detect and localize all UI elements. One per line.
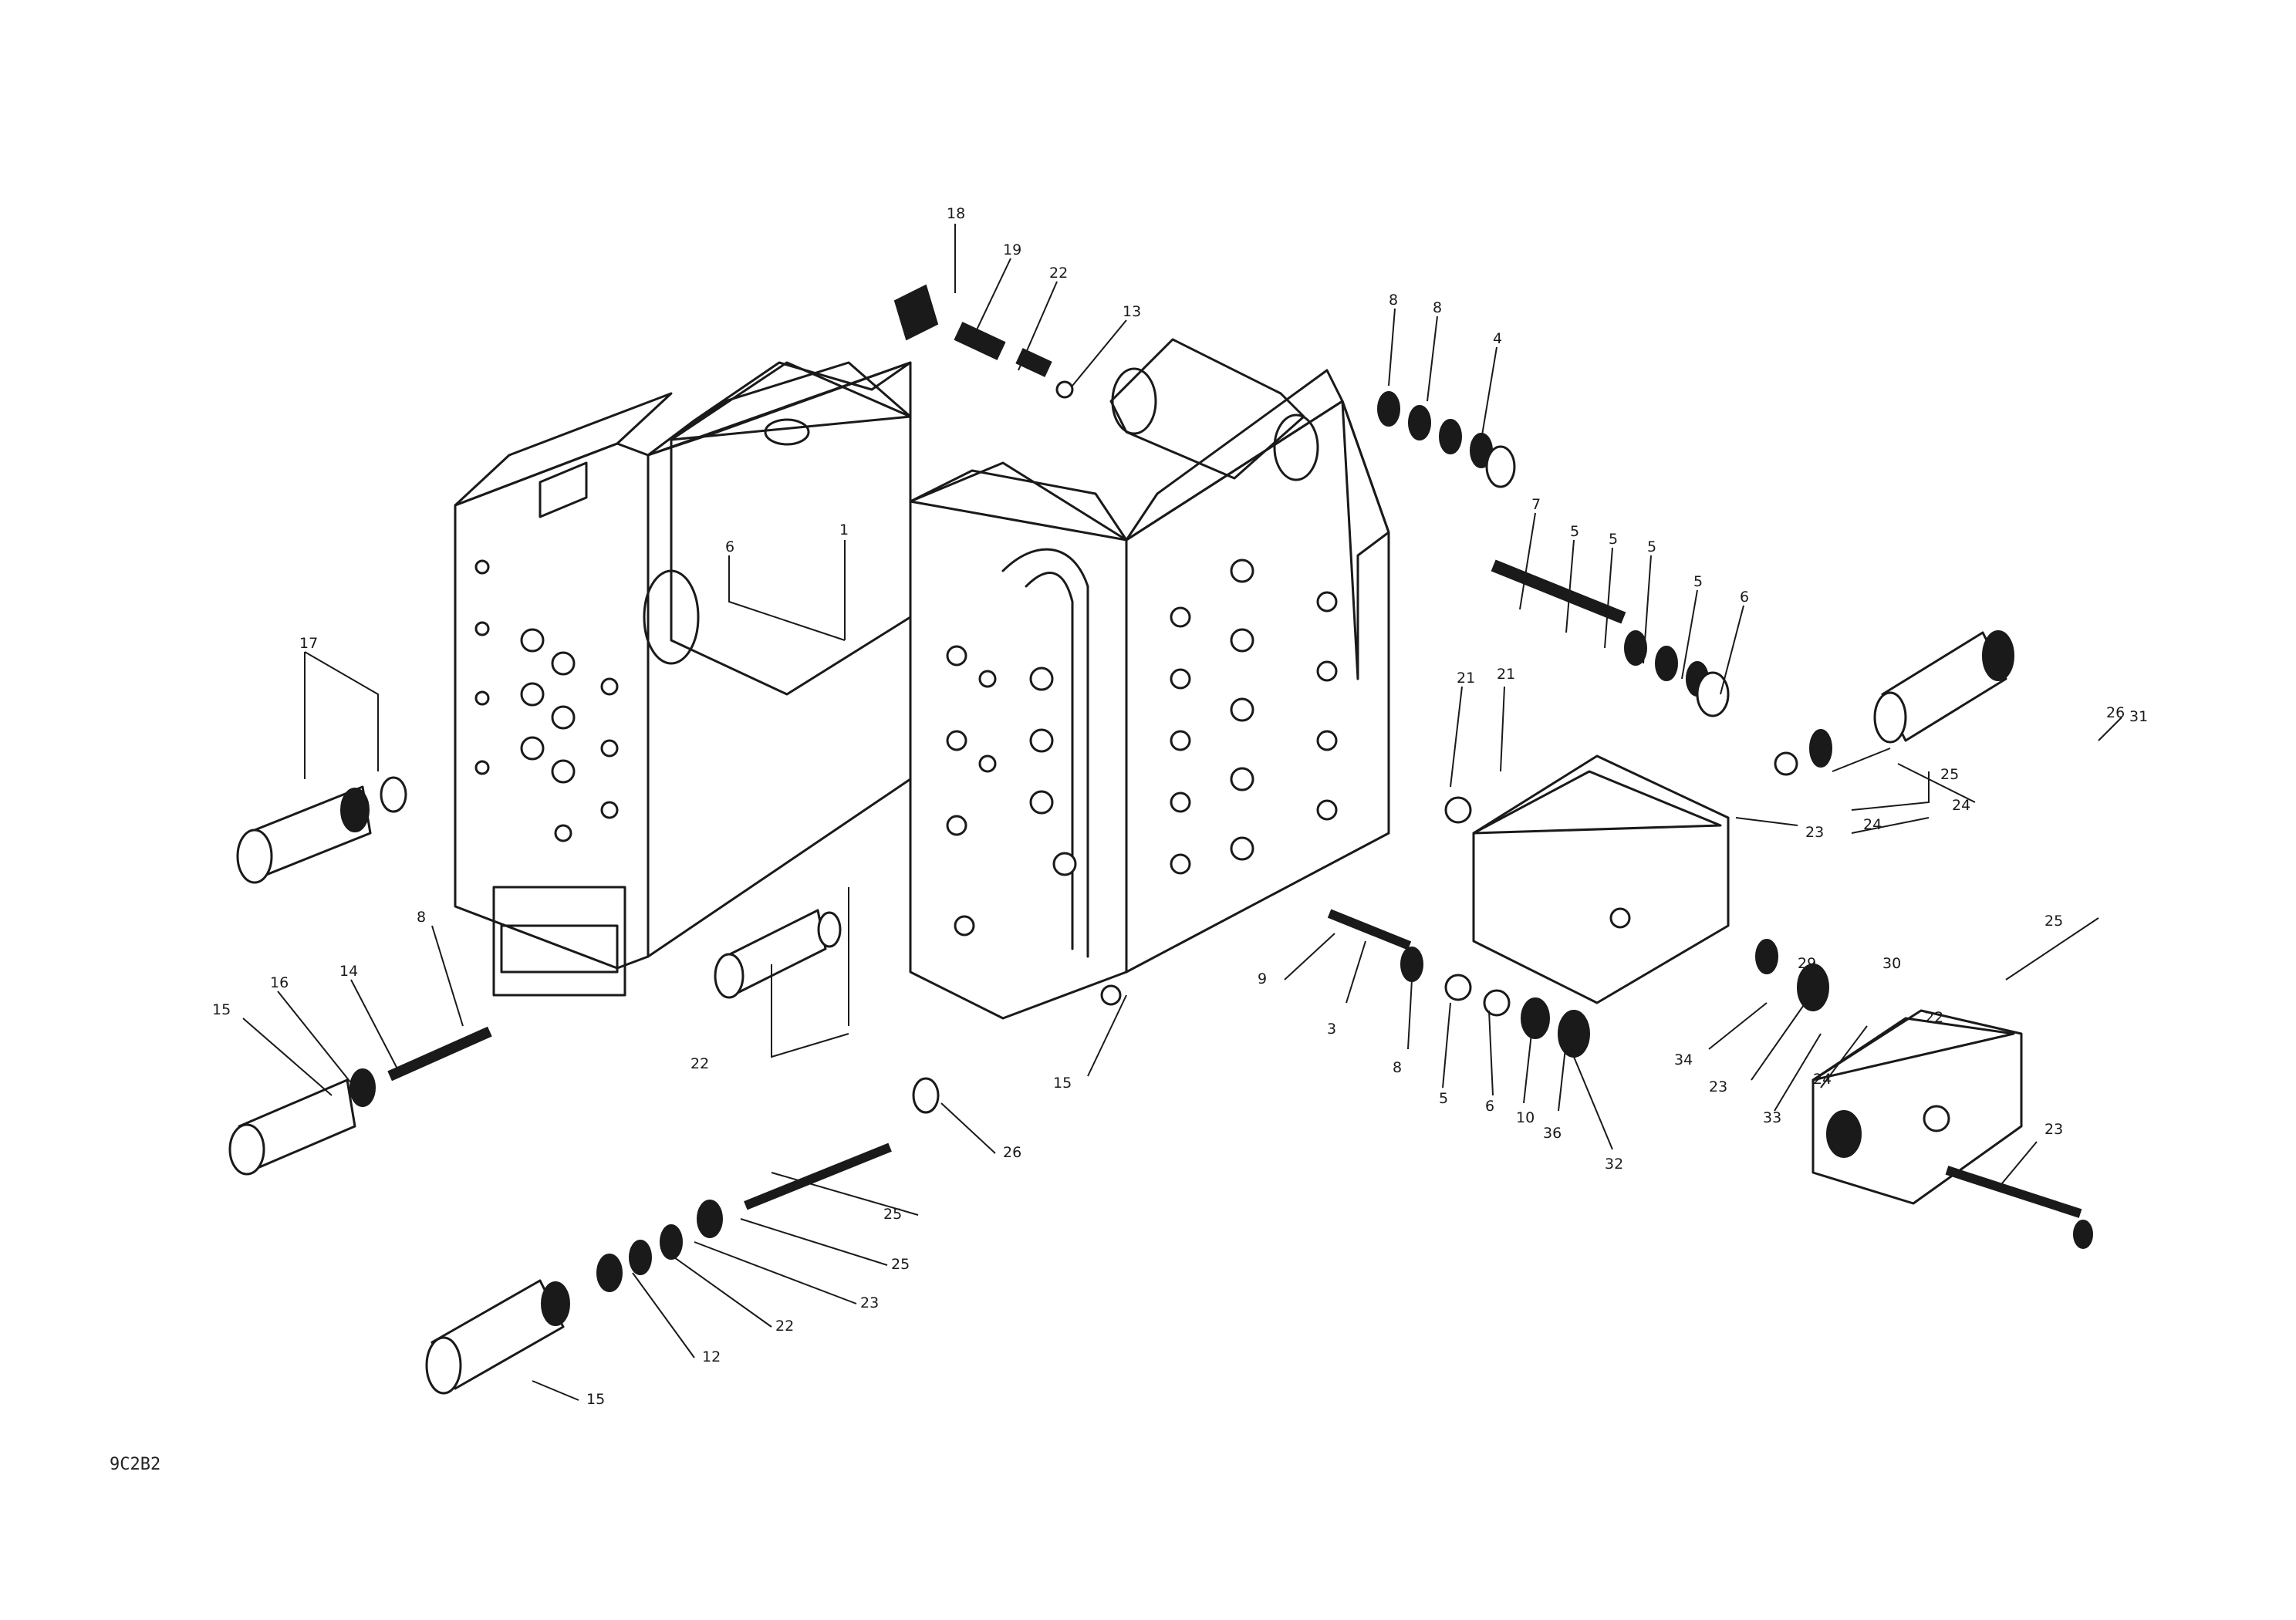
callout-label: 36 bbox=[1543, 1125, 1562, 1142]
callout-label: 8 bbox=[1393, 1059, 1402, 1076]
callout-label: 5 bbox=[1439, 1090, 1448, 1107]
callout-label: 23 bbox=[1805, 824, 1824, 841]
callout-label: 10 bbox=[1516, 1109, 1535, 1126]
callout-label: 4 bbox=[1493, 330, 1502, 347]
callout-label: 25 bbox=[883, 1206, 902, 1223]
drawing-reference-stamp: 9C2B2 bbox=[80, 1449, 160, 1474]
main-valve-block-left bbox=[454, 361, 912, 997]
callout-label: 16 bbox=[270, 974, 289, 991]
top-solenoid-assembly bbox=[893, 284, 1319, 481]
callout-label: 33 bbox=[1763, 1109, 1781, 1126]
callout-label: 5 bbox=[1609, 531, 1618, 548]
right-cover-block bbox=[1444, 754, 1730, 1004]
right-valve-body bbox=[1125, 369, 1390, 974]
center-plug-stack bbox=[1327, 909, 1590, 1058]
callout-label: 24 bbox=[1813, 1071, 1832, 1088]
callout-label: 18 bbox=[947, 205, 965, 222]
callout-label: 9 bbox=[1258, 970, 1267, 987]
callout-label: 25 bbox=[2044, 913, 2063, 930]
callout-label: 26 bbox=[2106, 704, 2125, 721]
callout-label: 8 bbox=[1433, 299, 1442, 316]
callout-label: 5 bbox=[1693, 573, 1703, 590]
callout-label: 8 bbox=[1389, 292, 1398, 309]
callout-label: 15 bbox=[586, 1391, 605, 1408]
spool-stack-upper-right bbox=[1377, 391, 1730, 717]
callout-label: 24 bbox=[1863, 816, 1882, 833]
callout-label: 22 bbox=[1925, 1009, 1943, 1026]
callout-label: 22 bbox=[1049, 265, 1068, 282]
callout-label: 21 bbox=[1497, 666, 1515, 683]
callout-label: 1 bbox=[839, 521, 849, 538]
callout-label: 17 bbox=[299, 635, 318, 652]
left-spool-assembly bbox=[228, 776, 842, 1176]
callout-label: 12 bbox=[702, 1348, 721, 1365]
callout-label: 31 bbox=[2129, 708, 2148, 725]
callout-label: 6 bbox=[1740, 589, 1749, 606]
callout-label: 24 bbox=[1952, 797, 1970, 814]
callout-label: 8 bbox=[417, 909, 426, 926]
callout-label: 5 bbox=[1647, 538, 1656, 555]
callout-label: 23 bbox=[1709, 1078, 1727, 1095]
callout-label: 22 bbox=[775, 1318, 794, 1335]
callout-label: 26 bbox=[1003, 1144, 1021, 1161]
callout-label: 5 bbox=[1570, 523, 1579, 540]
central-valve-section bbox=[909, 461, 1128, 1020]
callout-label: 23 bbox=[860, 1294, 879, 1311]
leader-lines bbox=[242, 224, 2122, 1401]
bottom-right-valve bbox=[1755, 939, 2093, 1249]
valve-bores bbox=[474, 559, 1338, 937]
callout-label: 6 bbox=[725, 538, 734, 555]
callout-label: 7 bbox=[1531, 496, 1541, 513]
callout-label: 23 bbox=[2044, 1121, 2063, 1138]
pilot-cylinder-right bbox=[1774, 630, 2014, 776]
callout-label: 3 bbox=[1327, 1021, 1336, 1038]
callout-label: 19 bbox=[1003, 241, 1021, 258]
callout-label: 25 bbox=[891, 1256, 910, 1273]
callout-label: 15 bbox=[1053, 1075, 1072, 1092]
callout-label: 14 bbox=[339, 963, 358, 980]
callout-label: 29 bbox=[1798, 955, 1816, 972]
callout-label: 15 bbox=[212, 1001, 231, 1018]
callout-label: 22 bbox=[690, 1055, 709, 1072]
callout-numbers: 18 19 22 13 8 8 4 7 5 5 5 5 6 6 1 17 21 … bbox=[212, 205, 2148, 1408]
callout-label: 34 bbox=[1674, 1051, 1693, 1068]
drawing-code: 9C2B2 bbox=[110, 1455, 161, 1474]
callout-label: 32 bbox=[1605, 1156, 1623, 1173]
callout-label: 6 bbox=[1485, 1098, 1494, 1115]
callout-label: 30 bbox=[1882, 955, 1901, 972]
callout-label: 21 bbox=[1457, 670, 1475, 687]
callout-label: 25 bbox=[1940, 766, 1959, 783]
bottom-spool-assembly bbox=[425, 984, 1122, 1395]
callout-label: 13 bbox=[1123, 303, 1141, 320]
